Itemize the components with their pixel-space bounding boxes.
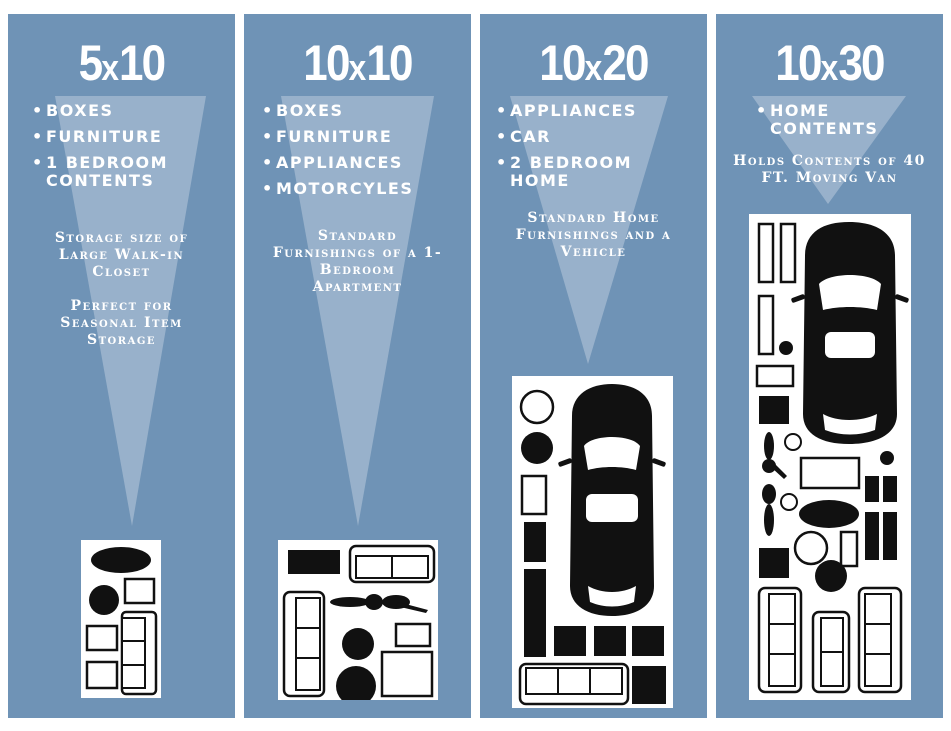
unit-size-title: 10x30 xyxy=(775,35,885,91)
unit-column-5x10: 5x10 BOXES FURNITURE 1 BEDROOM CONTENTS … xyxy=(8,14,235,718)
floor-plan-10x10 xyxy=(278,540,438,700)
unit-description: Holds Contents of 40 FT. Moving Van xyxy=(733,153,926,186)
car-icon xyxy=(558,384,666,616)
furniture-layout xyxy=(282,544,436,700)
unit-size-title: 5x10 xyxy=(78,35,167,91)
floor-plan-10x30 xyxy=(749,214,911,700)
list-item: 1 BEDROOM CONTENTS xyxy=(32,154,196,190)
unit-description: Perfect for Seasonal Item Storage xyxy=(60,298,183,348)
list-item: BOXES xyxy=(262,102,467,121)
unit-description: Standard Furnishings of a 1-Bedroom Apar… xyxy=(272,228,443,295)
furniture-layout xyxy=(518,384,666,706)
unit-item-list: BOXES FURNITURE 1 BEDROOM CONTENTS xyxy=(32,102,232,198)
list-item: FURNITURE xyxy=(262,128,467,147)
unit-item-list: APPLIANCES CAR 2 BEDROOM HOME xyxy=(496,102,701,198)
light-beam-graphic xyxy=(281,96,434,526)
floor-plan-10x20 xyxy=(512,376,673,708)
light-beam-graphic xyxy=(55,96,206,526)
furniture-layout xyxy=(85,547,158,696)
unit-column-10x20: 10x20 APPLIANCES CAR 2 BEDROOM HOME Stan… xyxy=(480,14,707,718)
car-icon xyxy=(791,222,909,444)
unit-description: Standard Home Furnishings and a Vehicle xyxy=(515,210,672,260)
unit-column-10x30: 10x30 HOME CONTENTS Holds Contents of 40… xyxy=(716,14,943,718)
floor-plan-5x10 xyxy=(81,540,161,698)
list-item: HOME CONTENTS xyxy=(756,102,890,138)
unit-size-title: 10x20 xyxy=(539,35,649,91)
list-item: CAR xyxy=(496,128,701,147)
unit-column-10x10: 10x10 BOXES FURNITURE APPLIANCES MOTORCY… xyxy=(244,14,471,718)
unit-size-title: 10x10 xyxy=(303,35,413,91)
unit-item-list: HOME CONTENTS xyxy=(756,102,916,146)
list-item: MOTORCYLES xyxy=(262,180,467,199)
list-item: APPLIANCES xyxy=(496,102,701,121)
list-item: BOXES xyxy=(32,102,232,121)
furniture-layout xyxy=(755,222,909,694)
list-item: 2 BEDROOM HOME xyxy=(496,154,670,190)
unit-description: Storage size of Large Walk-in Closet xyxy=(54,230,189,280)
unit-item-list: BOXES FURNITURE APPLIANCES MOTORCYLES xyxy=(262,102,467,206)
list-item: FURNITURE xyxy=(32,128,232,147)
list-item: APPLIANCES xyxy=(262,154,467,173)
